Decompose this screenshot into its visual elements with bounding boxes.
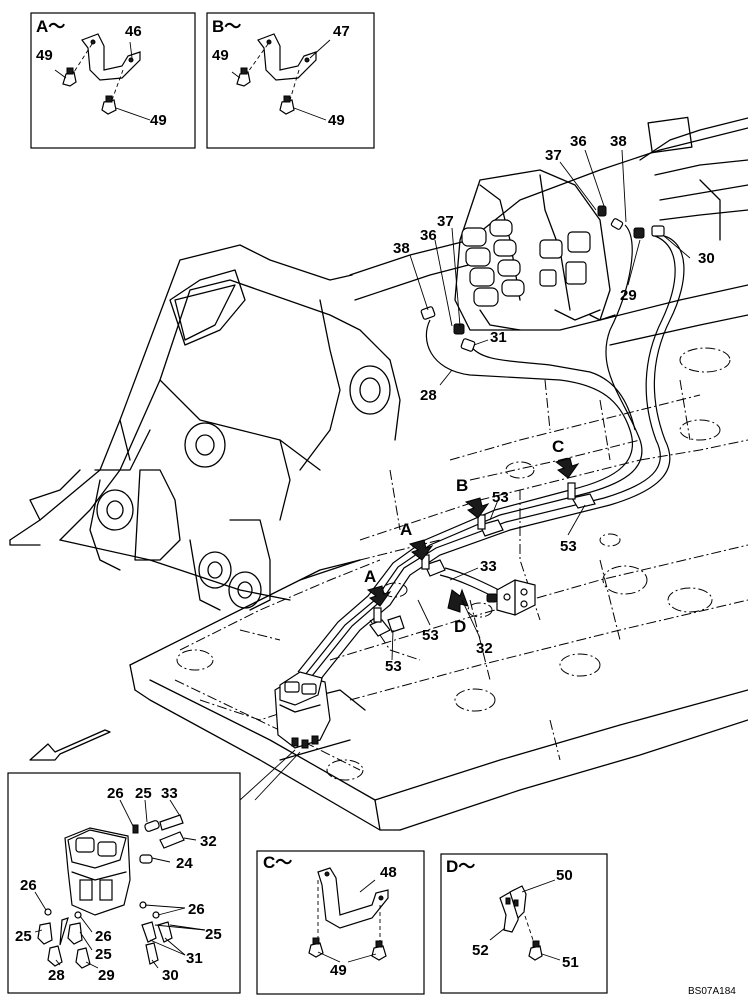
detail-c-header: C～ [263, 853, 292, 872]
inset-26-left: 26 [20, 877, 37, 894]
inset-26-right: 26 [188, 901, 205, 918]
detail-d-50: 50 [556, 867, 573, 884]
callout-29: 29 [620, 287, 637, 304]
callout-37: 37 [545, 147, 562, 164]
detail-c-49: 49 [330, 962, 347, 979]
hose-clamps [369, 482, 596, 637]
inset-leader-2 [254, 751, 301, 801]
view-marker-d: D [454, 617, 466, 636]
view-arrows [366, 457, 580, 613]
inset-32: 32 [200, 833, 217, 850]
callout-38: 38 [610, 133, 627, 150]
detail-c-48: 48 [380, 864, 397, 881]
callout-36: 36 [570, 133, 587, 150]
detail-a-49-bot: 49 [150, 112, 167, 129]
inset-29: 29 [98, 967, 115, 984]
front-direction-arrow [29, 729, 111, 761]
valve-spools [461, 219, 591, 307]
inset-26-top: 26 [107, 785, 124, 802]
inset-31: 31 [186, 950, 203, 967]
control-valve [454, 169, 616, 331]
inset-33: 33 [161, 785, 178, 802]
detail-c: C～ 48 49 [256, 850, 425, 995]
main-callouts: 36 38 37 30 29 37 36 38 31 28 53 53 33 5… [364, 133, 715, 675]
detail-b-49-bot: 49 [328, 112, 345, 129]
callout-28: 28 [420, 387, 437, 404]
callout-53-alow: 53 [385, 658, 402, 675]
callout-30: 30 [698, 250, 715, 267]
view-marker-a-mid: A [400, 520, 412, 539]
callout-33: 33 [480, 558, 497, 575]
inset-pilot-valve: 26 25 33 32 24 26 26 25 26 25 25 28 29 3… [7, 772, 241, 994]
view-marker-b: B [456, 476, 468, 495]
inset-24: 24 [176, 855, 193, 872]
detail-d-52: 52 [472, 942, 489, 959]
pilot-valve [274, 671, 331, 749]
inset-25-left: 25 [15, 928, 32, 945]
inset-leader [239, 749, 296, 801]
view-marker-c: C [552, 437, 564, 456]
callout-31: 31 [490, 329, 507, 346]
detail-d-header: D～ [446, 857, 475, 876]
detail-b-49-top: 49 [212, 47, 229, 64]
drawing-reference: BS07A184 [688, 986, 736, 997]
callout-32: 32 [476, 640, 493, 657]
inset-25-top: 25 [135, 785, 152, 802]
detail-b: B～ 47 49 49 [206, 12, 375, 149]
detail-a: A～ 46 49 49 [30, 12, 196, 149]
callout-53-c: 53 [560, 538, 577, 555]
callout-37-left: 37 [437, 213, 454, 230]
inset-25-right: 25 [205, 926, 222, 943]
junction-block-d [486, 579, 536, 616]
inset-30: 30 [162, 967, 179, 984]
machine-frame [9, 116, 748, 831]
inset-25-mid: 25 [95, 946, 112, 963]
view-marker-a-low: A [364, 567, 376, 586]
detail-a-46: 46 [125, 23, 142, 40]
detail-a-header: A～ [36, 17, 65, 36]
callout-53-b: 53 [492, 489, 509, 506]
callout-53-amid: 53 [422, 627, 439, 644]
callout-36-left: 36 [420, 227, 437, 244]
callout-38-left: 38 [393, 240, 410, 257]
hose-fittings [420, 205, 665, 352]
leader-lines [391, 149, 691, 661]
detail-a-49-top: 49 [36, 47, 53, 64]
inset-26-mid: 26 [95, 928, 112, 945]
inset-28: 28 [48, 967, 65, 984]
detail-b-47: 47 [333, 23, 350, 40]
detail-d-51: 51 [562, 954, 579, 971]
detail-d: D～ 50 52 51 [440, 853, 608, 994]
detail-b-header: B～ [212, 17, 241, 36]
